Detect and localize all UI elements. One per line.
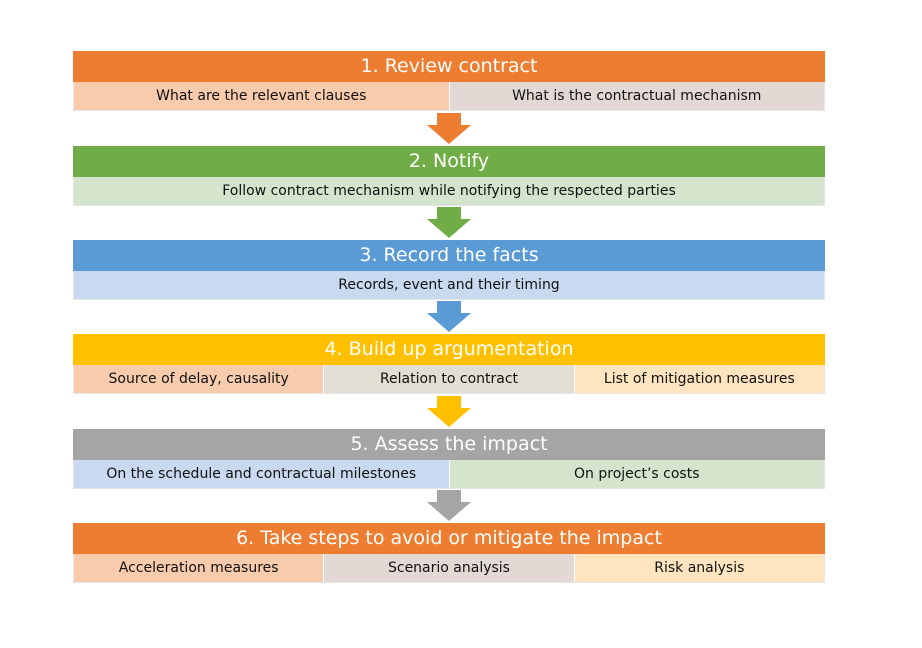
step-1-details: What are the relevant clauses What is th… — [73, 82, 825, 111]
step-2-detail-1: Follow contract mechanism while notifyin… — [74, 177, 824, 205]
step-6: 6. Take steps to avoid or mitigate the i… — [73, 523, 825, 583]
step-5-detail-1: On the schedule and contractual mileston… — [74, 460, 450, 488]
step-6-detail-3: Risk analysis — [574, 554, 824, 582]
down-arrow-icon — [427, 113, 471, 144]
step-1-title: 1. Review contract — [73, 51, 825, 82]
step-1-detail-2: What is the contractual mechanism — [449, 82, 824, 110]
step-3-details: Records, event and their timing — [73, 271, 825, 300]
step-4: 4. Build up argumentation Source of dela… — [73, 334, 825, 394]
step-3: 3. Record the facts Records, event and t… — [73, 240, 825, 300]
step-1-detail-1: What are the relevant clauses — [74, 82, 450, 110]
step-1: 1. Review contract What are the relevant… — [73, 51, 825, 111]
step-4-title: 4. Build up argumentation — [73, 334, 825, 365]
step-3-title: 3. Record the facts — [73, 240, 825, 271]
step-6-details: Acceleration measures Scenario analysis … — [73, 554, 825, 583]
step-3-detail-1: Records, event and their timing — [74, 271, 824, 299]
step-6-detail-2: Scenario analysis — [324, 554, 575, 582]
down-arrow-icon — [427, 396, 471, 427]
step-2-title: 2. Notify — [73, 146, 825, 177]
step-6-detail-1: Acceleration measures — [74, 554, 325, 582]
step-4-details: Source of delay, causality Relation to c… — [73, 365, 825, 394]
down-arrow-icon — [427, 490, 471, 521]
step-4-detail-2: Relation to contract — [324, 365, 575, 393]
down-arrow-icon — [427, 301, 471, 332]
step-5-details: On the schedule and contractual mileston… — [73, 460, 825, 489]
step-5: 5. Assess the impact On the schedule and… — [73, 429, 825, 489]
step-4-detail-3: List of mitigation measures — [574, 365, 824, 393]
step-4-detail-1: Source of delay, causality — [74, 365, 325, 393]
step-5-title: 5. Assess the impact — [73, 429, 825, 460]
step-2-details: Follow contract mechanism while notifyin… — [73, 177, 825, 206]
step-5-detail-2: On project’s costs — [449, 460, 824, 488]
step-2: 2. Notify Follow contract mechanism whil… — [73, 146, 825, 206]
down-arrow-icon — [427, 207, 471, 238]
step-6-title: 6. Take steps to avoid or mitigate the i… — [73, 523, 825, 554]
